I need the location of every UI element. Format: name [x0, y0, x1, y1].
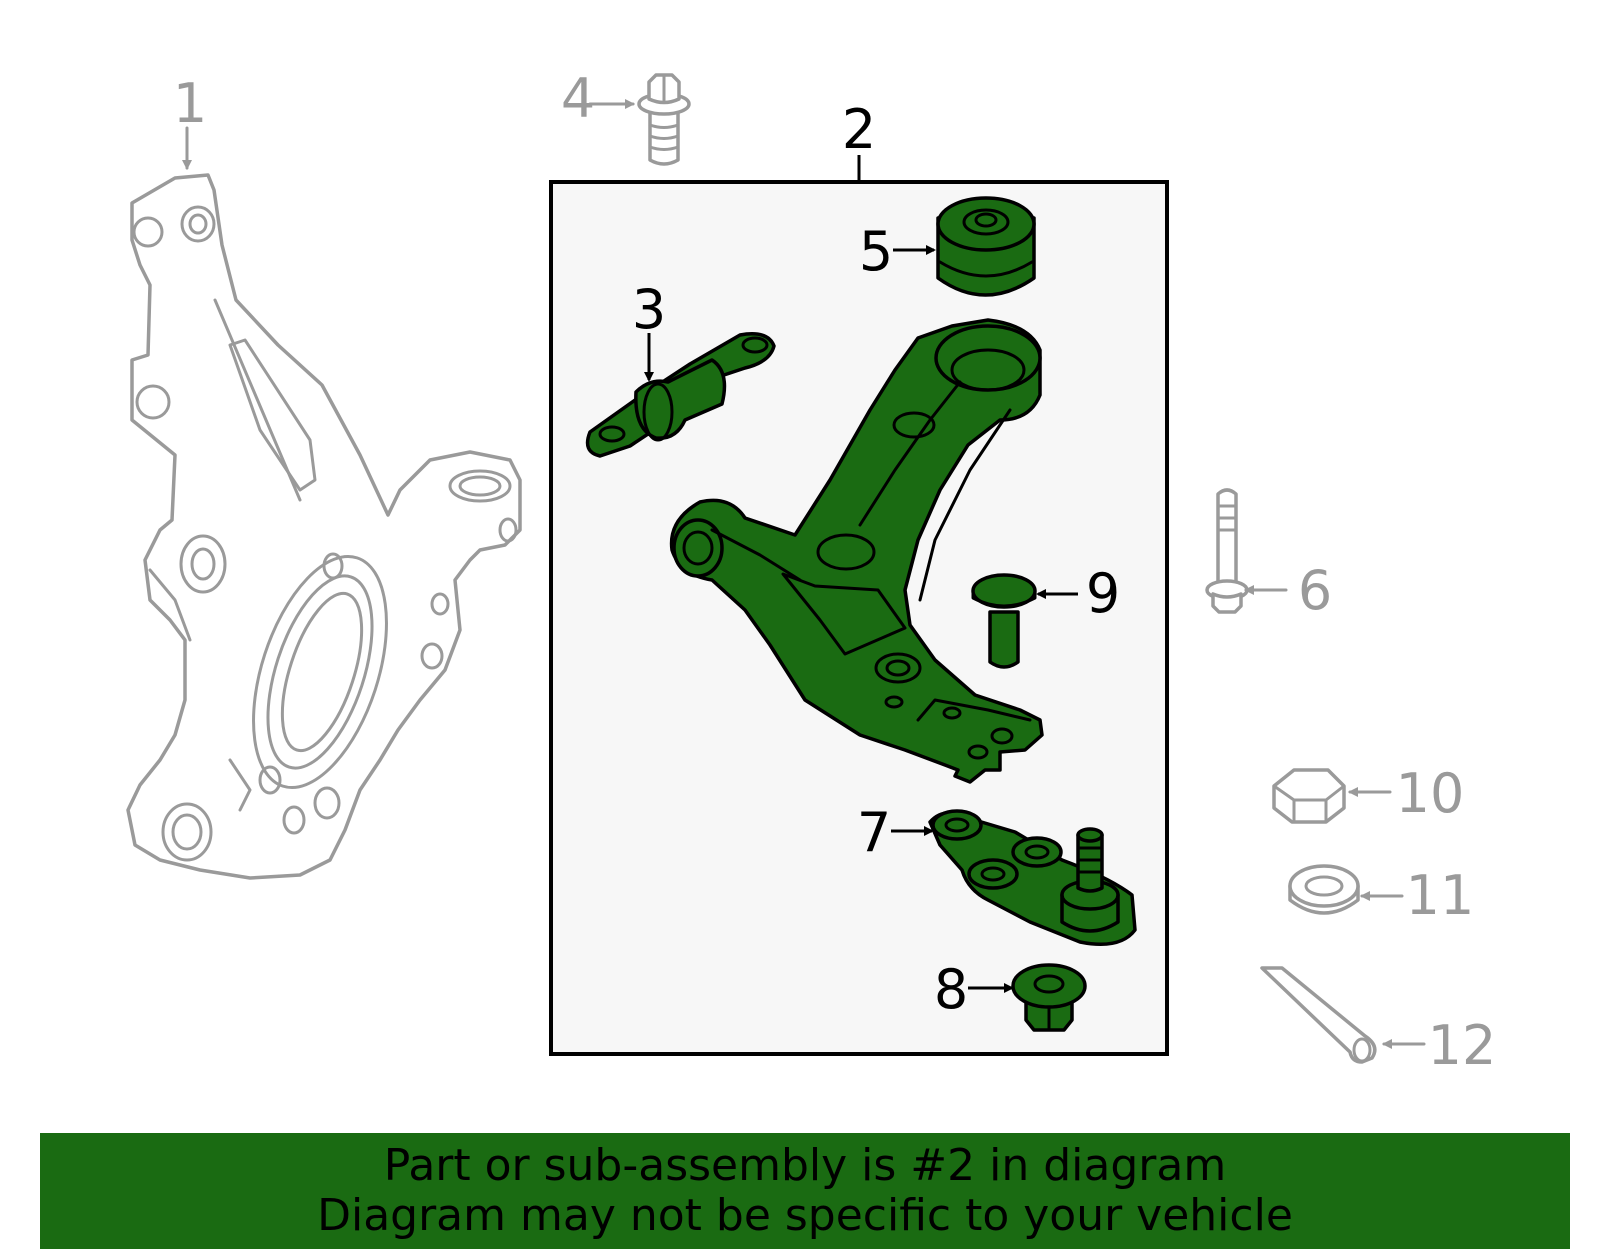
callout-1: 1	[173, 72, 207, 135]
callout-6: 6	[1298, 559, 1332, 622]
nut-part-10	[1272, 768, 1346, 824]
callout-7: 7	[857, 801, 891, 864]
callout-9: 9	[1086, 562, 1120, 625]
callout-12: 12	[1428, 1014, 1497, 1077]
info-banner: Part or sub-assembly is #2 in diagram Di…	[40, 1133, 1570, 1249]
bolt-part-6	[1205, 488, 1249, 614]
callout-2: 2	[842, 98, 876, 161]
cotter-pin-part-12	[1260, 966, 1377, 1064]
bolt-part-4	[637, 73, 691, 166]
steering-knuckle-part	[126, 173, 522, 880]
banner-line-2: Diagram may not be specific to your vehi…	[317, 1190, 1293, 1241]
callout-11: 11	[1406, 864, 1475, 927]
ball-joint-part-7	[928, 809, 1137, 946]
banner-line-1: Part or sub-assembly is #2 in diagram	[383, 1140, 1227, 1191]
callout-5: 5	[859, 220, 893, 283]
washer-part-11	[1288, 864, 1360, 915]
bushing-part-3	[585, 332, 776, 458]
pin-part-9	[971, 573, 1037, 669]
callout-4: 4	[561, 67, 595, 130]
lower-control-arm	[669, 318, 1044, 784]
callout-3: 3	[632, 278, 666, 341]
callout-8: 8	[934, 958, 968, 1021]
bushing-part-5	[936, 196, 1036, 297]
callout-10: 10	[1396, 762, 1465, 825]
